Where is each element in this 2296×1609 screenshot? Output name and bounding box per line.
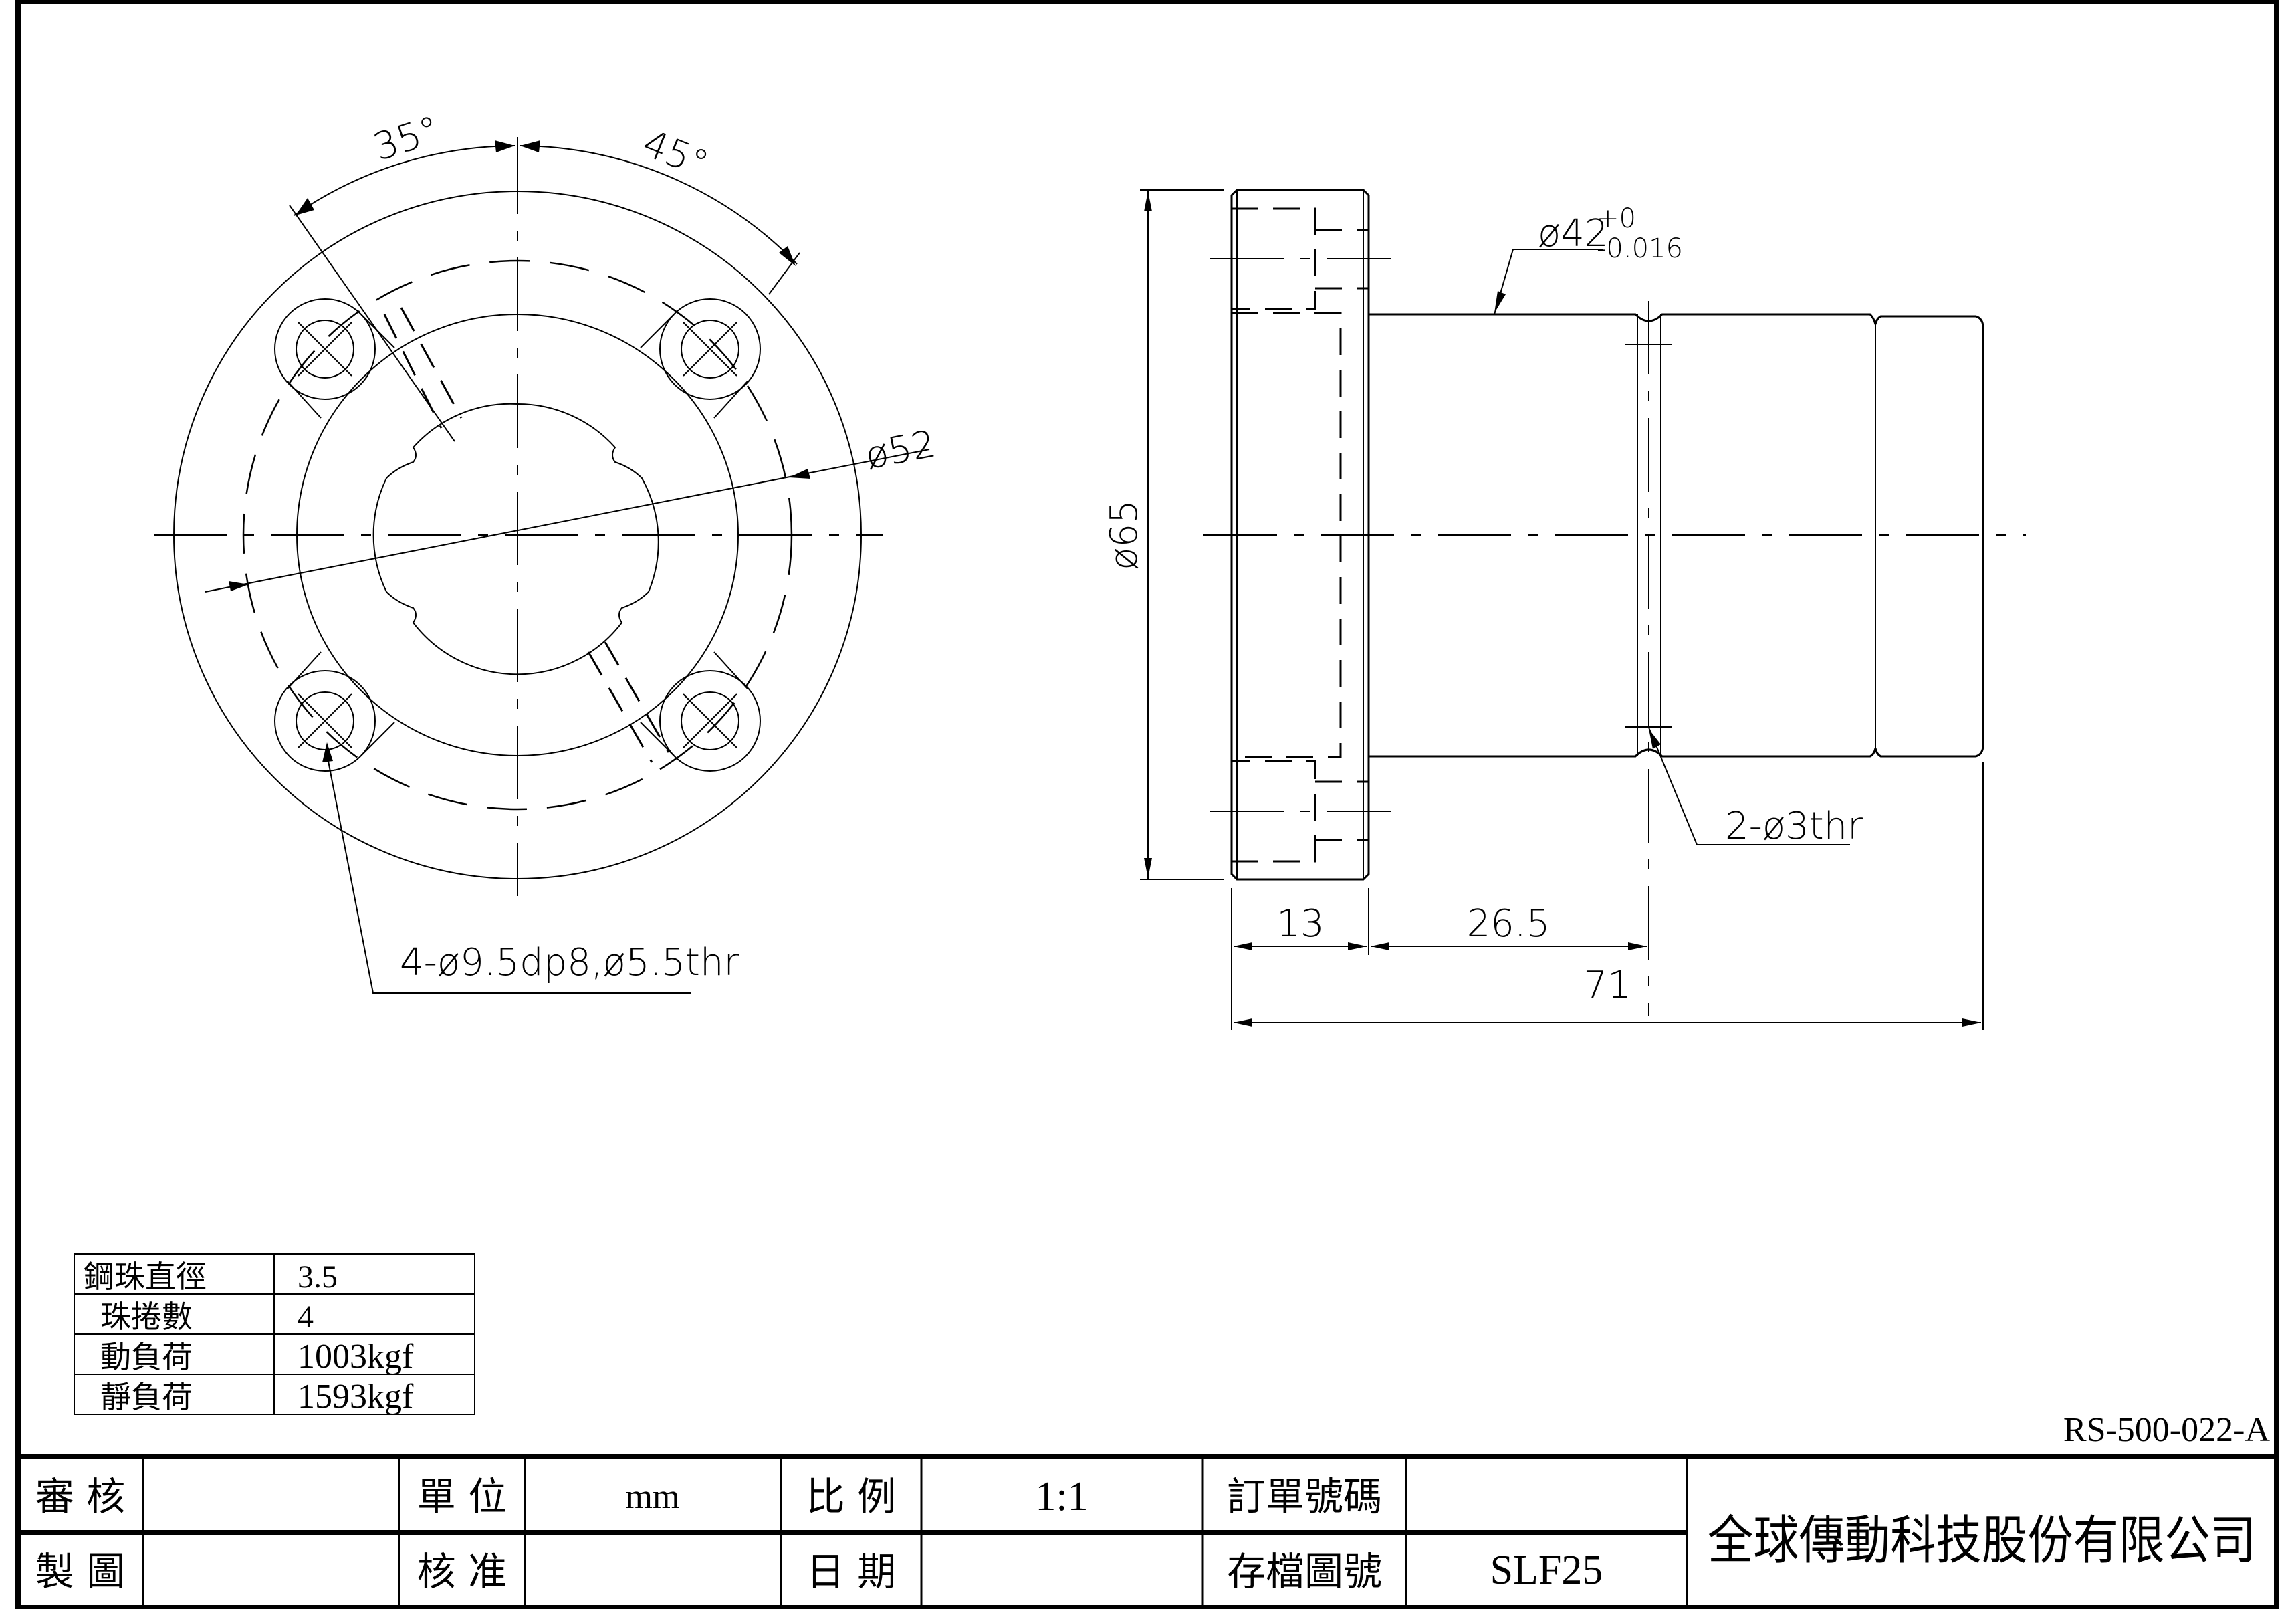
pcd-dashed-circle	[242, 259, 793, 811]
body-outline	[1369, 313, 1984, 758]
bolt-hole-bottom-right	[659, 670, 761, 772]
dim-42-label: ø42	[1538, 212, 1609, 255]
drawing-border	[15, 0, 2279, 1609]
spec-label-circuits: 珠捲數	[100, 1299, 193, 1335]
unit-label: 單 位	[417, 1474, 507, 1519]
date-label: 日 期	[806, 1549, 896, 1594]
oil-hole-leader	[1648, 727, 1850, 845]
angle-45-label: 45°	[637, 122, 714, 187]
dim-42-leader	[1494, 249, 1603, 315]
review-label: 審 核	[35, 1474, 125, 1519]
angle-35-extension	[289, 205, 455, 442]
file-number-value: SLF25	[1490, 1547, 1603, 1593]
title-block: 審 核 單 位 mm 比 例 1:1 訂單號碼 製 圖 核 准 日 期 存檔圖號…	[18, 1454, 2277, 1609]
approved-label: 核 准	[417, 1549, 507, 1594]
spec-value-ball-diameter: 3.5	[298, 1259, 338, 1295]
angle-45-extension	[768, 252, 800, 295]
hole-callout-leader	[326, 754, 691, 994]
hole-callout-label: 4-ø9.5dp8,ø5.5thr	[400, 941, 739, 984]
angle-45-arc	[520, 145, 798, 265]
return-channel-top	[383, 307, 463, 429]
spec-table: 鋼珠直徑 3.5 珠捲數 4 動負荷 1003kgf 靜負荷 1593kgf	[74, 1253, 475, 1416]
spec-value-static-load: 1593kgf	[298, 1378, 414, 1416]
scale-value: 1:1	[1035, 1474, 1088, 1519]
oil-hole-label: 2-ø3thr	[1725, 804, 1863, 848]
dim-13-label: 13	[1276, 902, 1324, 946]
flange-hidden-bottom	[1232, 760, 1369, 863]
dim-65-label: ø65	[1103, 500, 1146, 570]
body-circle	[296, 314, 739, 756]
bolt-hole-top-right	[659, 298, 761, 400]
scale-label: 比 例	[806, 1474, 896, 1519]
dim-26-5-label: 26.5	[1467, 902, 1551, 946]
spec-label-dynamic-load: 動負荷	[100, 1339, 193, 1375]
flange-hidden-top	[1232, 207, 1369, 758]
bolt-hole-top-left	[274, 298, 376, 400]
spec-label-static-load: 靜負荷	[100, 1379, 193, 1415]
pcd-label: ø52	[862, 422, 939, 478]
pcd-dimension-line	[205, 449, 930, 593]
angle-35-arc	[294, 145, 515, 216]
side-view: ø65 ø42 +0 -0.016 2-ø3thr 13 26.5 71	[1103, 189, 2026, 1030]
drawn-by-label: 製 圖	[35, 1549, 125, 1594]
order-number-label: 訂單號碼	[1227, 1474, 1382, 1519]
drawing-number: RS-500-022-A	[2063, 1411, 2271, 1449]
bolt-hole-bottom-left	[274, 670, 376, 772]
bore-profile	[372, 403, 659, 675]
spec-value-circuits: 4	[298, 1299, 314, 1335]
dim-42-tol-lower: -0.016	[1597, 233, 1683, 264]
dim-71-label: 71	[1583, 964, 1631, 1007]
spec-label-ball-diameter: 鋼珠直徑	[84, 1259, 207, 1295]
angle-35-label: 35°	[368, 108, 445, 169]
spec-value-dynamic-load: 1003kgf	[298, 1337, 414, 1376]
company-name: 全球傳動科技股份有限公司	[1708, 1511, 2256, 1571]
flange-outer-circle	[173, 191, 862, 879]
unit-value: mm	[626, 1478, 680, 1516]
file-number-label: 存檔圖號	[1227, 1549, 1382, 1594]
front-view: 35° 45° ø52 4-ø9.5dp8,ø5.5thr	[154, 108, 939, 994]
dim-42-tol-upper: +0	[1597, 203, 1636, 234]
return-channel-bottom	[587, 641, 670, 763]
